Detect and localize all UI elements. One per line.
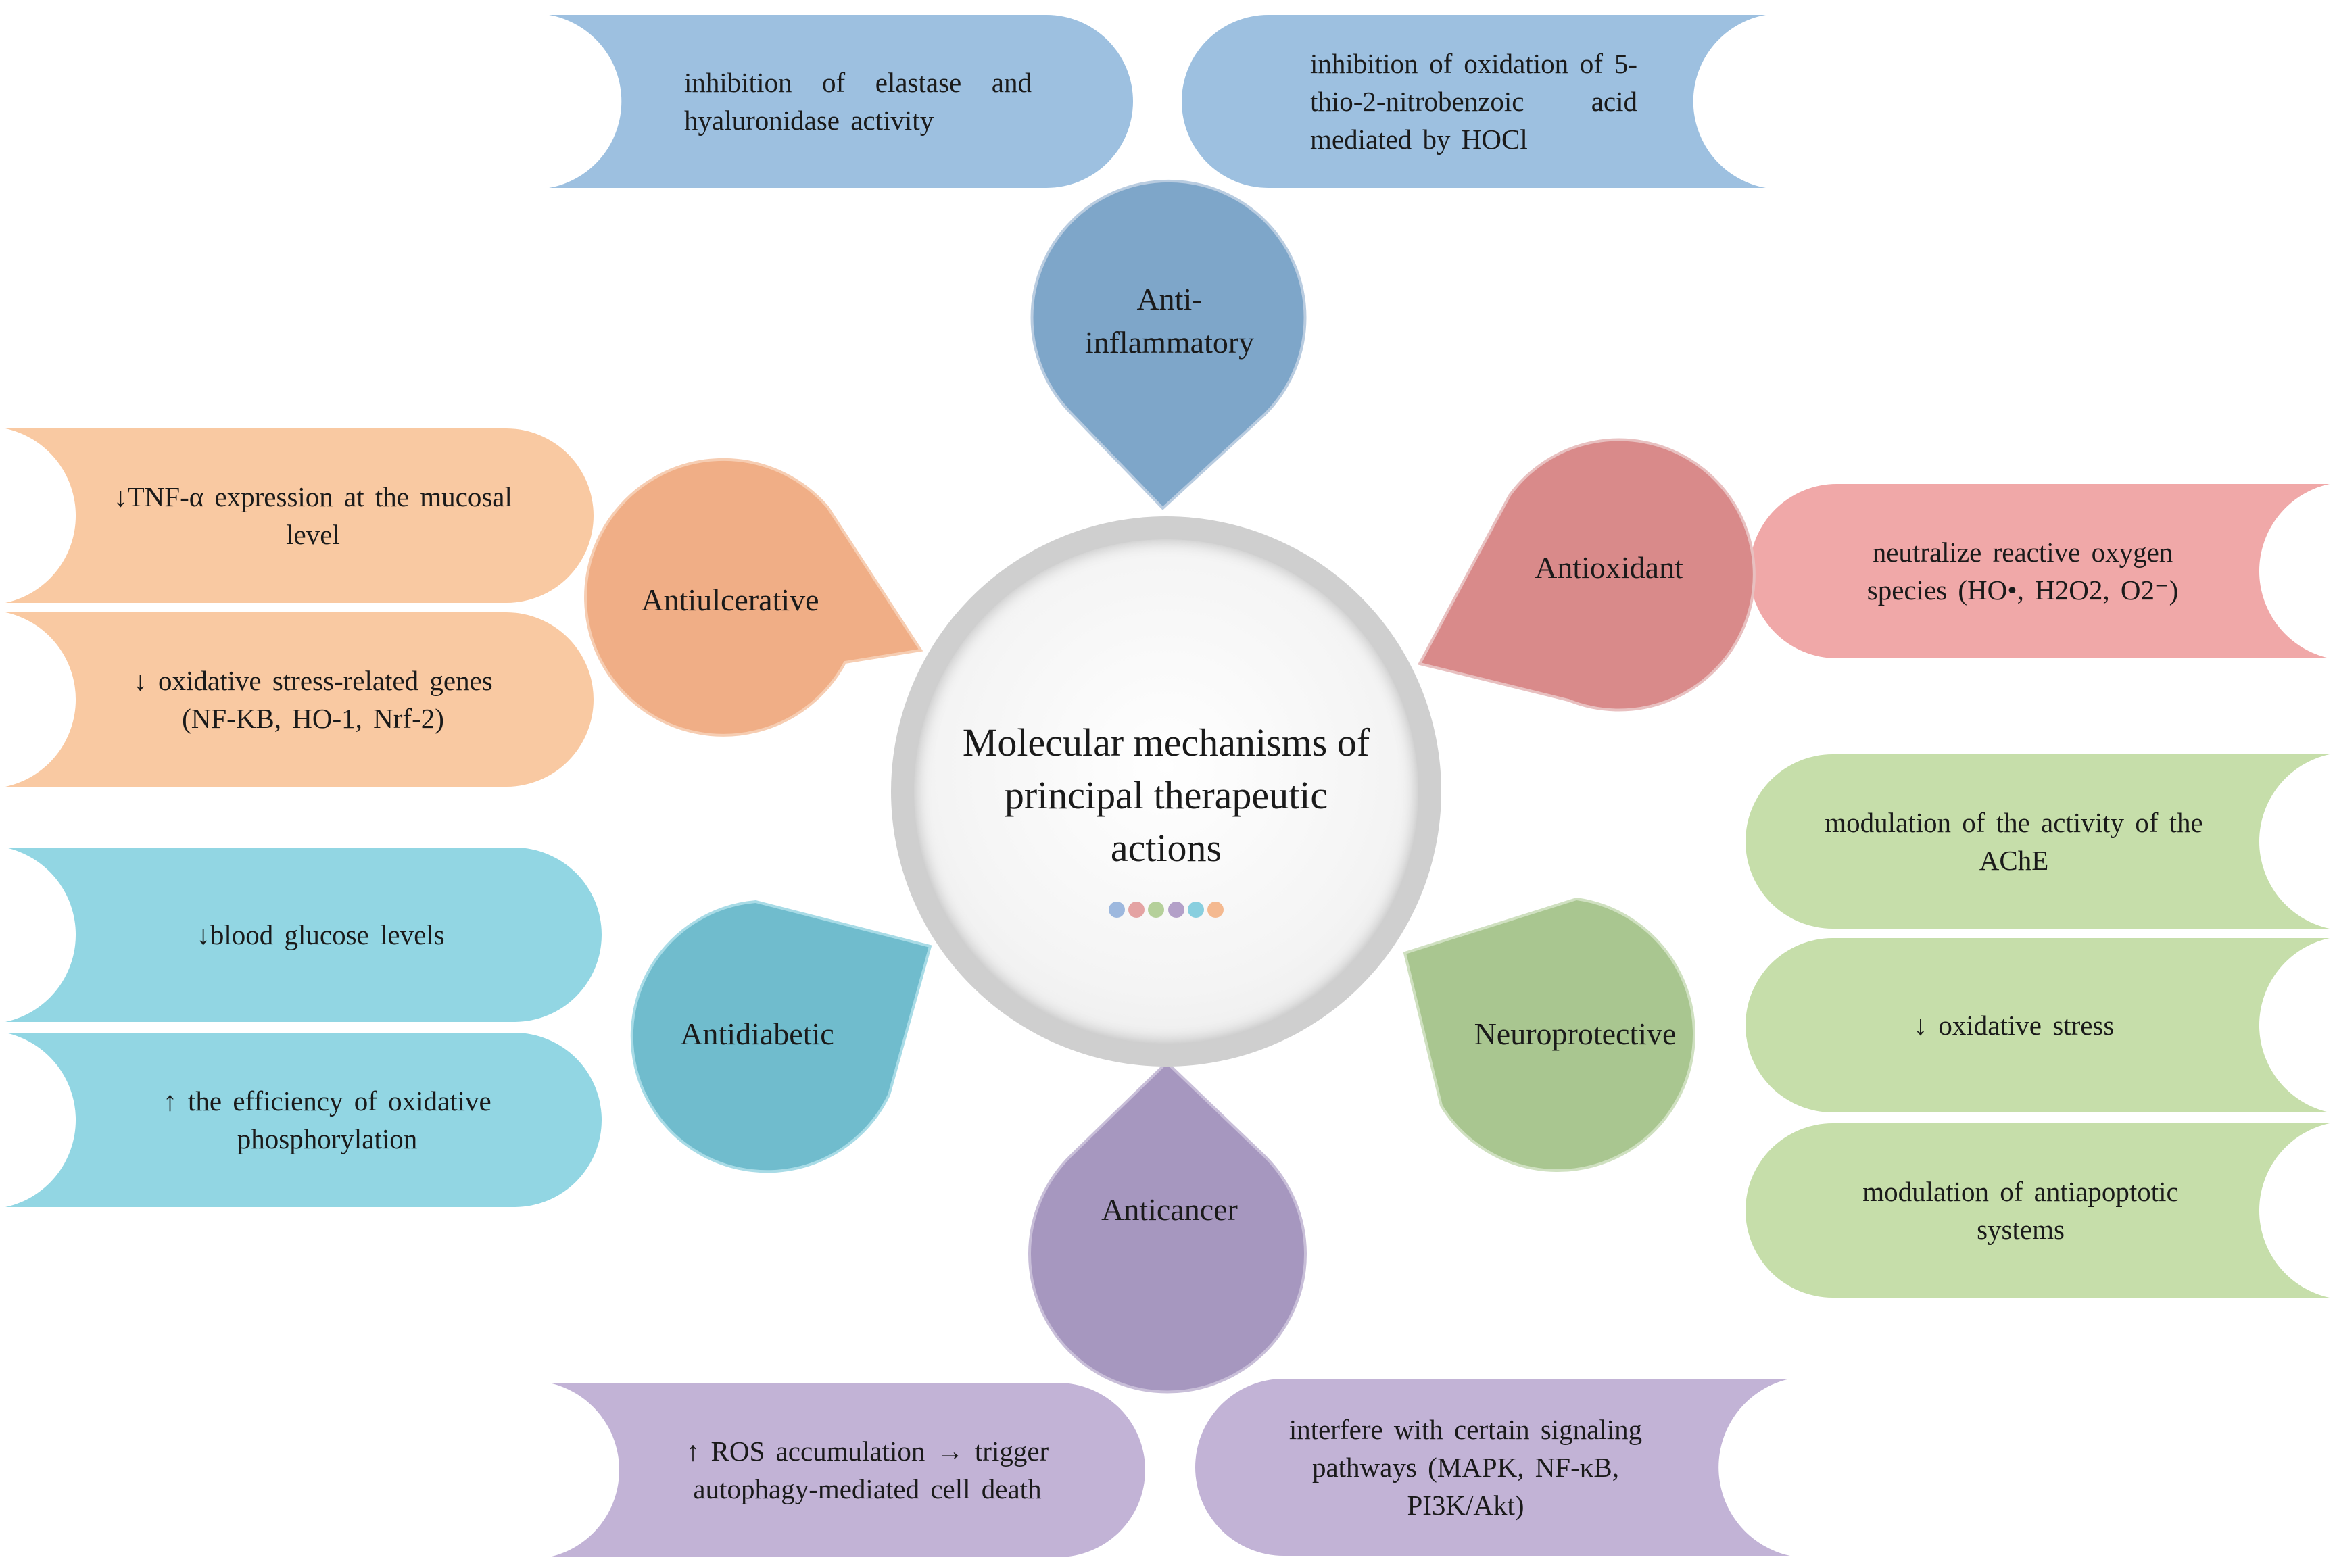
box-shape bbox=[549, 15, 1133, 188]
center-circle-inner: Molecular mechanisms of principal therap… bbox=[914, 539, 1418, 1044]
mechanism-box-signaling-pathways: interfere with certain signaling pathway… bbox=[1195, 1379, 1790, 1556]
mechanism-text: inhibition of elastase and hyaluronidase… bbox=[684, 67, 1032, 136]
category-label: Antioxidant bbox=[1535, 550, 1683, 585]
mechanism-box-oxidative-genes: ↓ oxidative stress-related genes (NF-KB,… bbox=[5, 612, 594, 787]
category-node-antidiabetic: Antidiabetic bbox=[608, 885, 946, 1183]
droplet-shape bbox=[584, 458, 923, 737]
box-shape bbox=[1182, 15, 1766, 188]
category-node-antioxidant: Antioxidant bbox=[1406, 438, 1758, 737]
box-shape bbox=[549, 1383, 1145, 1557]
mechanism-text: ↑ ROS accumulation → trigger autophagy-m… bbox=[685, 1436, 1049, 1504]
mechanism-box-ros-autophagy: ↑ ROS accumulation → trigger autophagy-m… bbox=[549, 1383, 1145, 1557]
box-shape bbox=[1746, 754, 2330, 929]
droplet-shape bbox=[1403, 897, 1695, 1172]
category-label: Antiulcerative bbox=[641, 583, 819, 617]
center-circle: Molecular mechanisms of principal therap… bbox=[891, 516, 1441, 1067]
box-shape bbox=[5, 612, 594, 787]
dot-red bbox=[1128, 902, 1145, 918]
box-shape bbox=[1746, 1123, 2330, 1298]
box-shape bbox=[1746, 938, 2330, 1112]
mechanism-box-antiapoptotic: modulation of antiapoptotic systems bbox=[1746, 1123, 2330, 1298]
droplet-shape bbox=[1418, 438, 1756, 712]
mechanism-box-elastase: inhibition of elastase and hyaluronidase… bbox=[549, 15, 1133, 188]
mechanism-box-tnf-alpha: ↓TNF-α expression at the mucosal level bbox=[5, 428, 594, 603]
category-node-anti-inflammatory: Anti-inflammatory bbox=[1014, 176, 1325, 527]
box-shape bbox=[1750, 484, 2330, 658]
category-label: Anticancer bbox=[1101, 1192, 1238, 1227]
mechanism-box-ache: modulation of the activity of the AChE bbox=[1746, 754, 2330, 929]
mechanism-text: inhibition of oxidation of 5-thio-2-nitr… bbox=[1310, 48, 1637, 155]
box-shape bbox=[5, 428, 594, 603]
droplet-shape bbox=[630, 900, 932, 1173]
mechanism-text: modulation of the activity of the AChE bbox=[1825, 807, 2203, 876]
mechanism-text: interfere with certain signaling pathway… bbox=[1289, 1414, 1643, 1521]
mechanism-text: ↓ oxidative stress-related genes (NF-KB,… bbox=[133, 665, 493, 734]
mechanism-box-ros-neutralize: neutralize reactive oxygen species (HO•,… bbox=[1750, 484, 2330, 658]
category-node-antiulcerative: Antiulcerative bbox=[581, 446, 933, 750]
dot-purple bbox=[1168, 902, 1184, 918]
droplet-shape bbox=[1028, 1060, 1307, 1394]
center-dots bbox=[1109, 902, 1224, 918]
dot-green bbox=[1148, 902, 1165, 918]
category-label: Anti-inflammatory bbox=[1084, 282, 1255, 360]
box-shape bbox=[1195, 1379, 1790, 1556]
mechanism-text: ↓blood glucose levels bbox=[196, 919, 445, 950]
box-shape bbox=[5, 848, 602, 1022]
category-label: Neuroprotective bbox=[1474, 1016, 1677, 1051]
category-label: Antidiabetic bbox=[680, 1016, 834, 1051]
droplet-shape bbox=[1030, 179, 1307, 510]
dot-cyan bbox=[1187, 902, 1204, 918]
mechanism-text: ↑ the efficiency of oxidative phosphoryl… bbox=[163, 1085, 491, 1154]
dot-blue bbox=[1109, 902, 1125, 918]
dot-orange bbox=[1207, 902, 1224, 918]
mechanism-box-blood-glucose: ↓blood glucose levels bbox=[5, 848, 602, 1022]
mechanism-box-oxidative-phosphorylation: ↑ the efficiency of oxidative phosphoryl… bbox=[5, 1033, 602, 1207]
category-node-anticancer: Anticancer bbox=[1014, 1048, 1325, 1399]
box-shape bbox=[5, 1033, 602, 1207]
center-title: Molecular mechanisms of principal therap… bbox=[962, 720, 1370, 870]
mechanism-text: modulation of antiapoptotic systems bbox=[1862, 1176, 2179, 1245]
mechanism-box-hocl-oxidation: inhibition of oxidation of 5-thio-2-nitr… bbox=[1182, 15, 1766, 188]
mechanism-text: ↓TNF-α expression at the mucosal level bbox=[114, 481, 512, 550]
mechanism-text: ↓ oxidative stress bbox=[1913, 1010, 2115, 1041]
mechanism-text: neutralize reactive oxygen species (HO•,… bbox=[1867, 537, 2179, 606]
mechanism-box-oxidative-stress: ↓ oxidative stress bbox=[1746, 938, 2330, 1112]
category-node-neuroprotective: Neuroprotective bbox=[1393, 885, 1731, 1196]
